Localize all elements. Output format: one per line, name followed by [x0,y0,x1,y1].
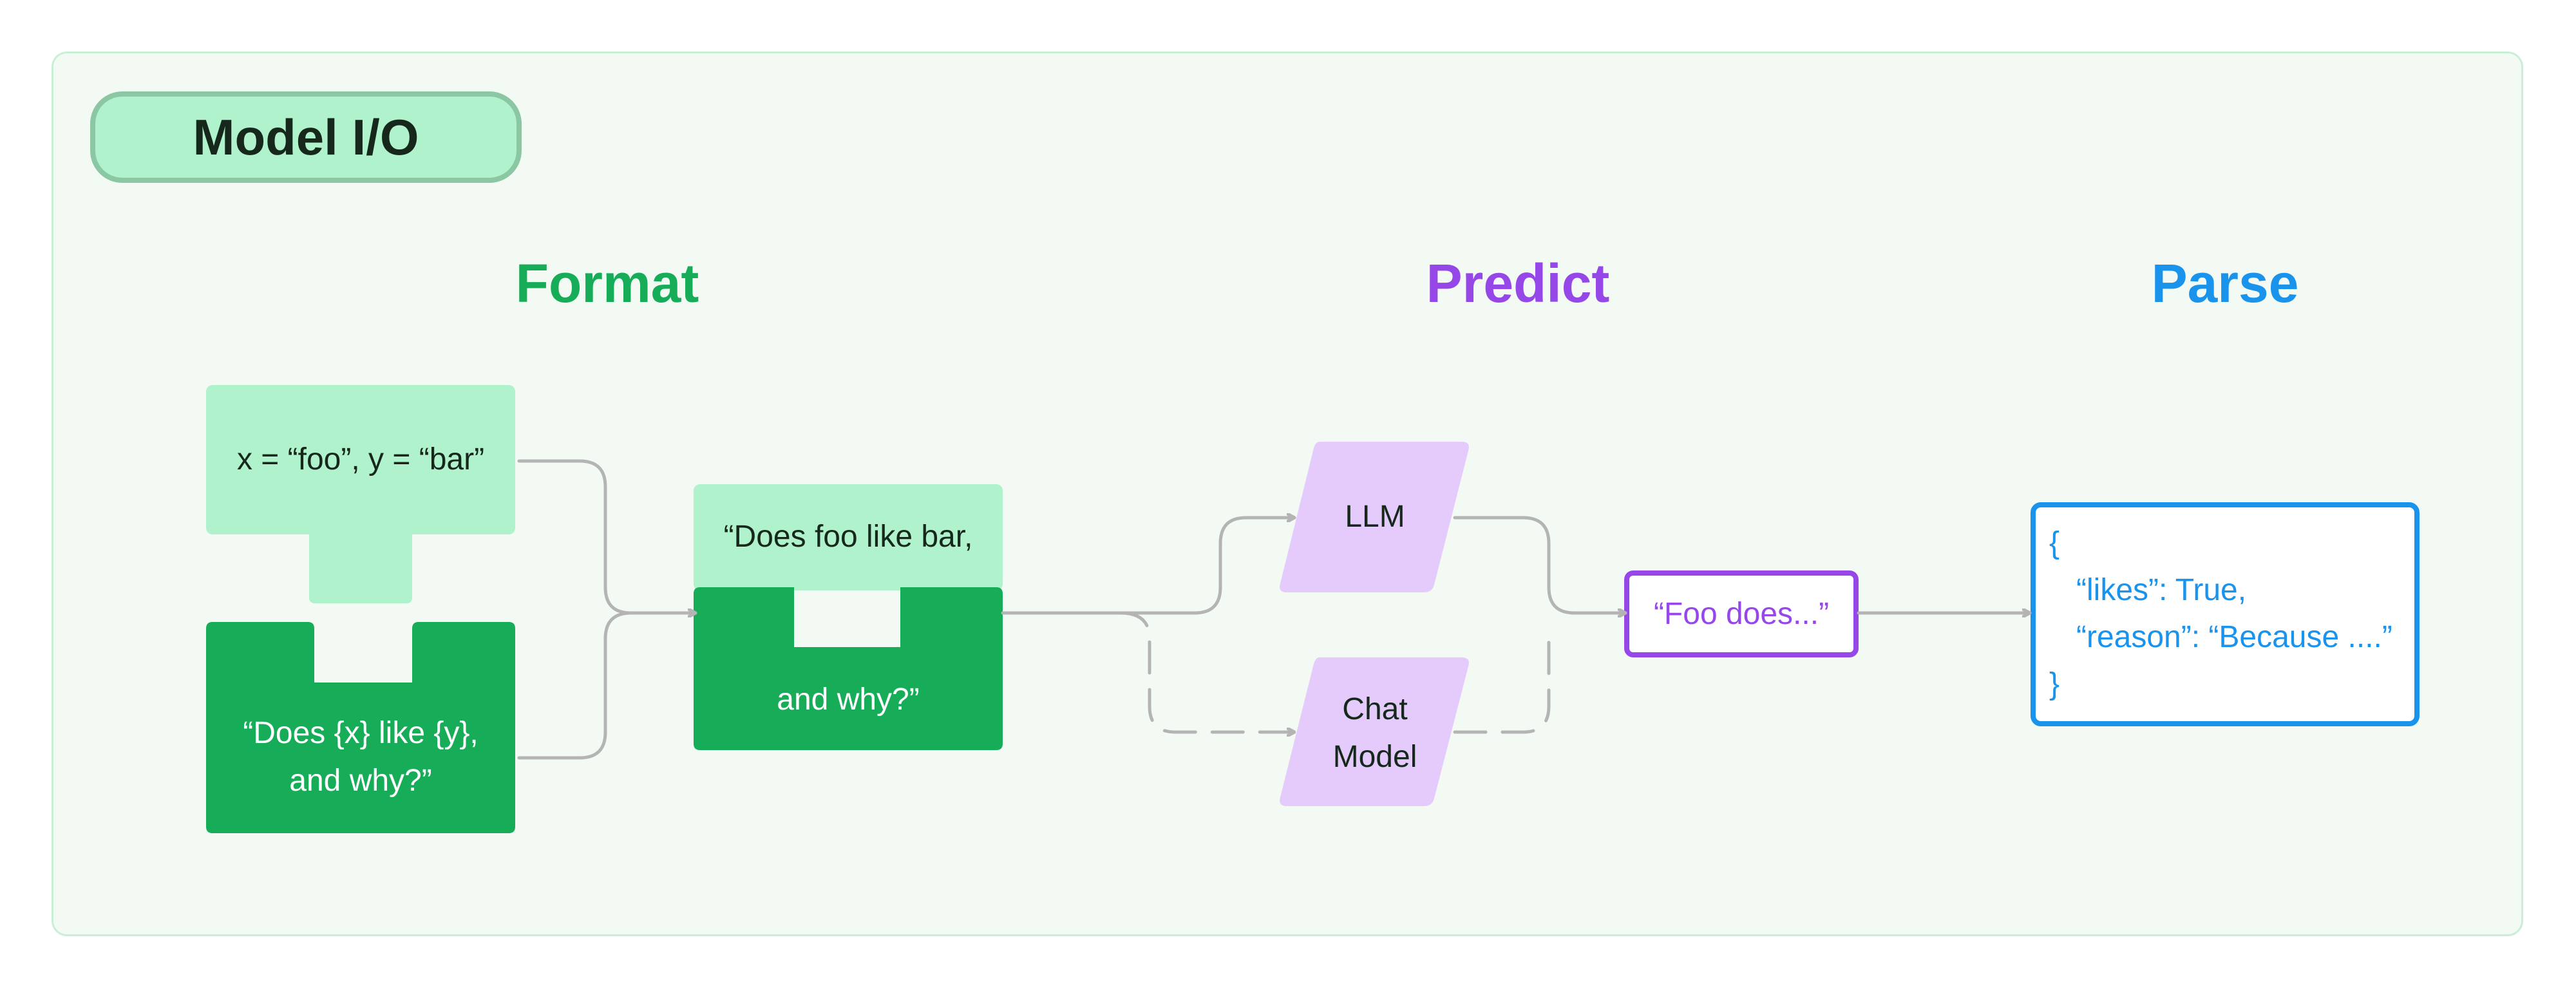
json-reason-line: “reason”: “Because ....” [2076,620,2392,654]
llm-to-output-connector [1453,516,1627,613]
variables-block [206,385,515,603]
template-text-line-2: and why?” [289,764,432,798]
llm-label: LLM [1345,500,1405,534]
json-open-brace: { [2049,526,2060,560]
template-to-prompt-connector [517,611,633,760]
variables-to-prompt-connector [517,459,697,613]
variables-text: x = “foo”, y = “bar” [236,442,485,476]
prompt-text-line-2: and why?” [777,683,920,717]
parsed-json-text: { “likes”: True, “reason”: “Because ....… [2049,520,2410,708]
prompt-to-llm-connector [1001,518,1296,615]
chat-model-to-output-connector [1453,637,1551,734]
predict-heading: Predict [1426,252,1610,314]
template-block [206,622,515,833]
json-likes-line: “likes”: True, [2076,573,2247,607]
json-close-brace: } [2049,667,2060,701]
parse-heading: Parse [2151,252,2299,314]
prompt-text-line-1: “Does foo like bar, [723,520,973,554]
chat-model-label-line-2: Model [1332,740,1417,774]
prompt-block [694,484,1003,750]
output-text: “Foo does...” [1653,596,1830,631]
llm-node [1280,442,1469,592]
format-heading: Format [515,252,699,314]
model-io-title: Model I/O [90,91,522,183]
chat-model-node [1280,657,1469,806]
template-text-line-1: “Does {x} like {y}, [243,716,478,750]
parsed-output-box [2031,502,2420,726]
prompt-to-chat-model-connector [1119,611,1296,732]
chat-model-label-line-1: Chat [1342,692,1408,726]
